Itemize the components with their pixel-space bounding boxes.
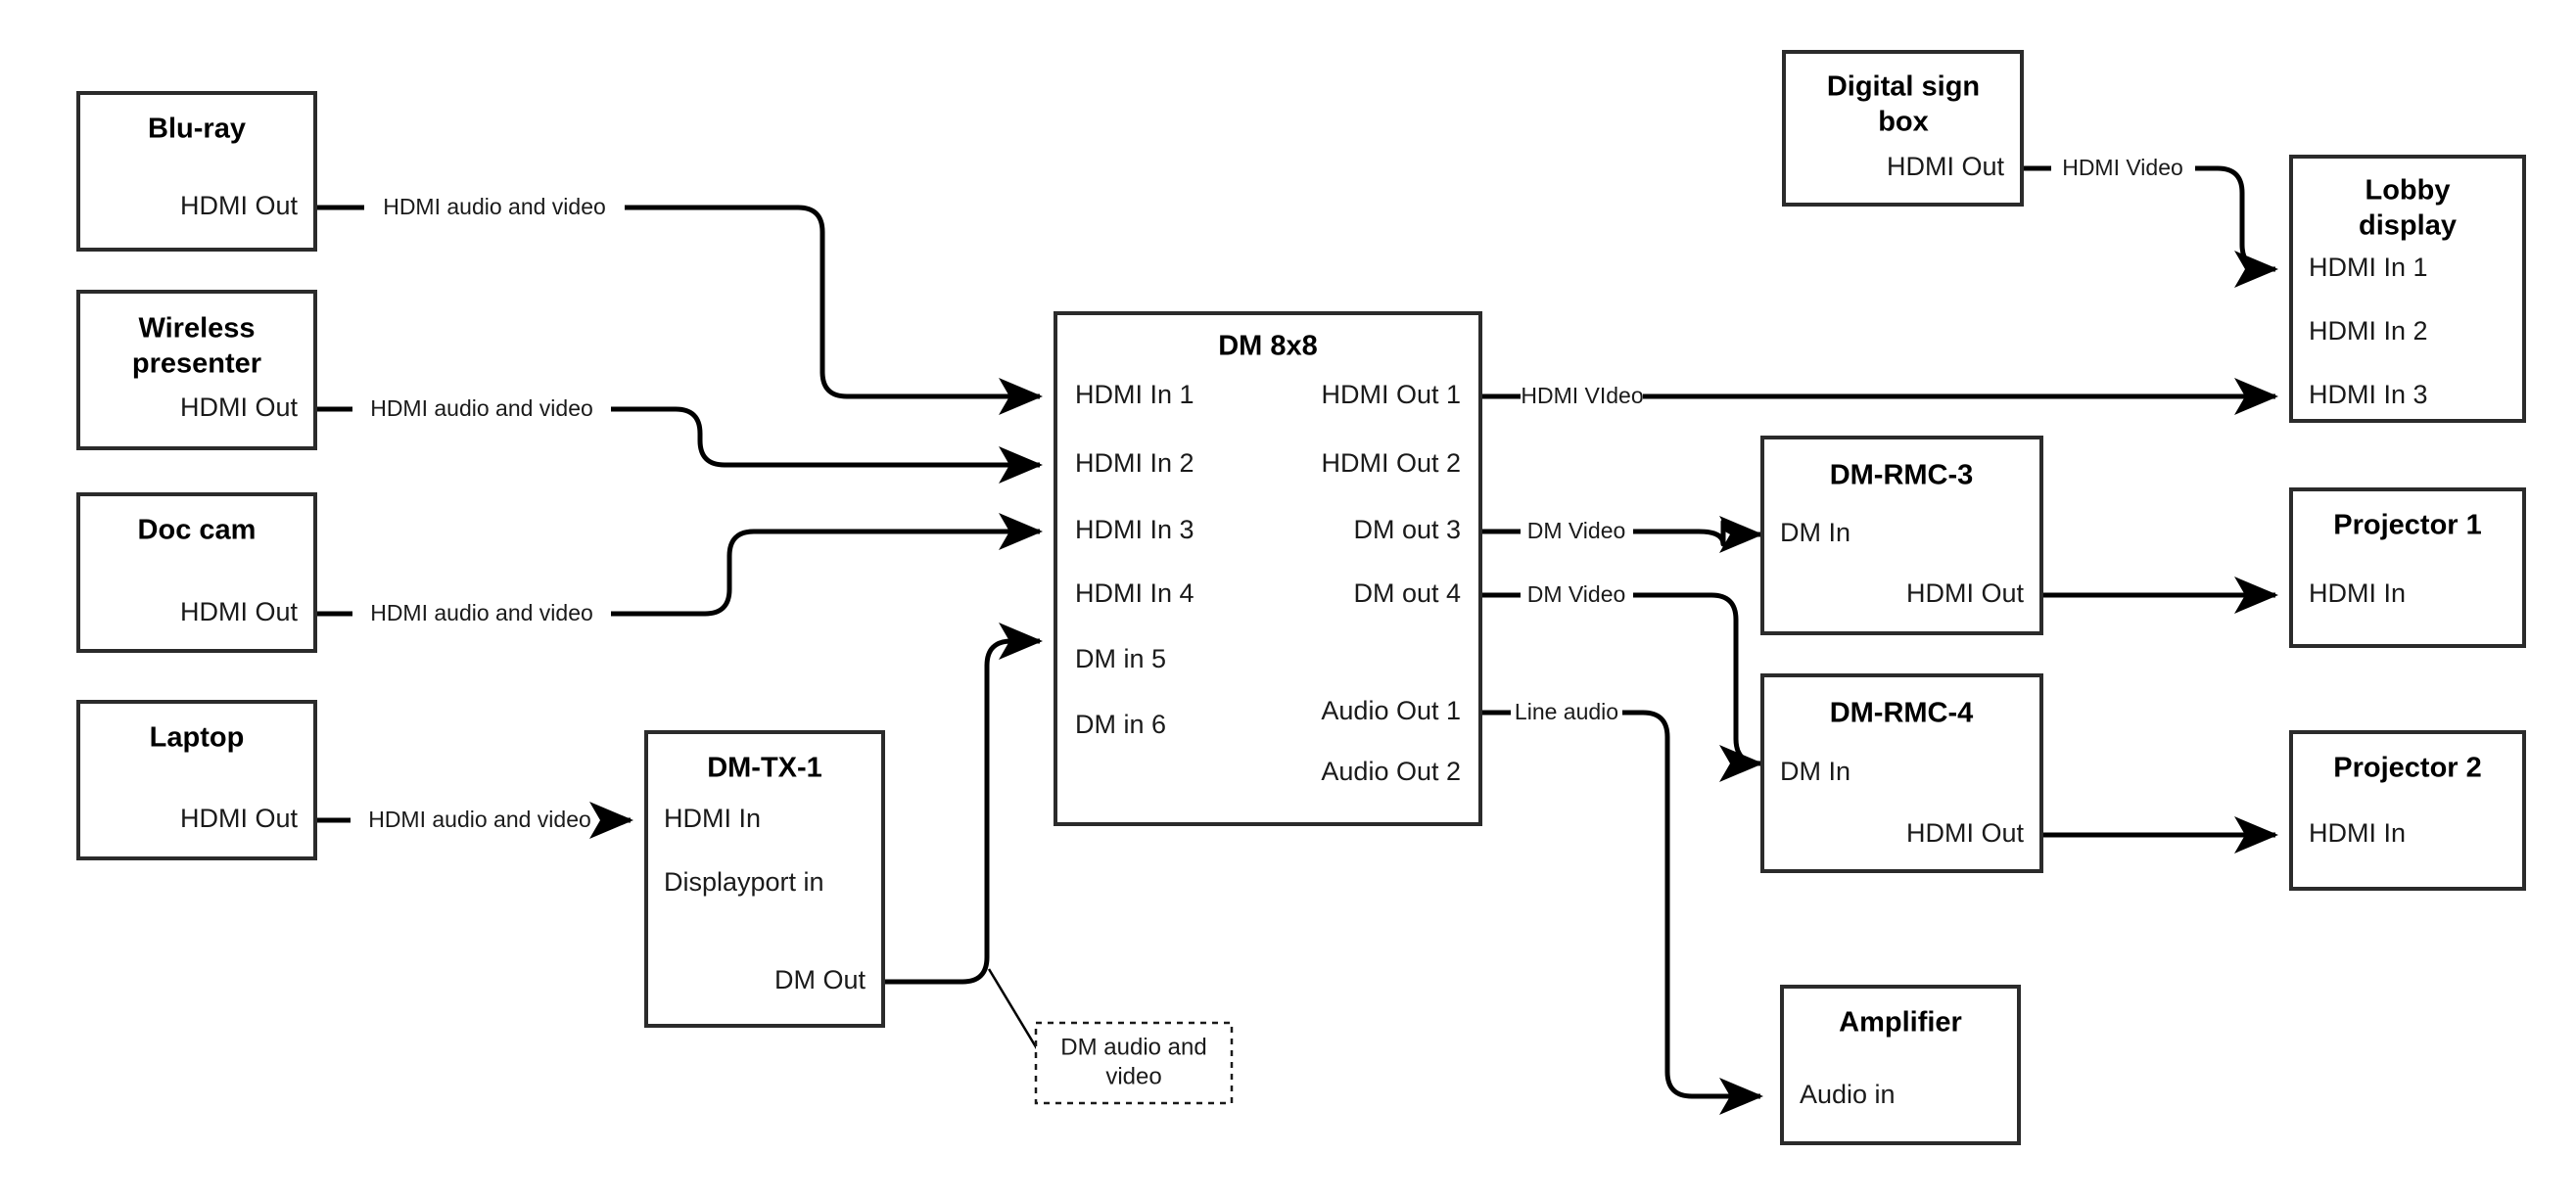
edge-label-dm-out-3: DM Video xyxy=(1527,518,1626,543)
edge-label-bluray: HDMI audio and video xyxy=(383,194,606,219)
edge-hdmi-out-1-to-lobby: HDMI VIdeo xyxy=(1480,378,2279,415)
node-laptop[interactable]: Laptop HDMI Out xyxy=(76,700,317,860)
dm-8x8-port-audio-out-2: Audio Out 2 xyxy=(1321,757,1461,786)
lobby-display-port-hdmi-in-3: HDMI In 3 xyxy=(2309,380,2428,409)
edge-laptop-to-dmtx1: HDMI audio and video xyxy=(315,802,634,839)
callout-dm-audio-and-video: DM audio and video xyxy=(1034,1021,1234,1105)
doc-cam-box[interactable] xyxy=(76,492,317,653)
node-wireless-presenter[interactable]: Wireless presenter HDMI Out xyxy=(76,290,317,450)
callout-leader-line xyxy=(987,968,1040,1051)
bluray-title: Blu-ray xyxy=(148,114,246,145)
laptop-title: Laptop xyxy=(150,722,245,754)
edge-dm-out-4-to-rmc4: DM Video xyxy=(1480,581,1764,782)
digital-sign-box[interactable] xyxy=(1782,50,2024,207)
edge-label-dm-out-4: DM Video xyxy=(1527,581,1626,607)
node-dm-rmc-4[interactable]: DM-RMC-4 DM In HDMI Out xyxy=(1760,673,2043,873)
projector-1-title: Projector 1 xyxy=(2333,510,2482,541)
edge-label-wireless: HDMI audio and video xyxy=(370,395,593,421)
bluray-box[interactable] xyxy=(76,91,317,252)
dm-8x8-box[interactable] xyxy=(1054,311,1482,826)
projector-1-port-hdmi-in: HDMI In xyxy=(2309,578,2406,608)
dm-8x8-port-dm-out-3: DM out 3 xyxy=(1353,515,1461,544)
amplifier-port-audio-in: Audio in xyxy=(1800,1080,1896,1109)
wireless-presenter-box[interactable] xyxy=(76,290,317,450)
dm-8x8-port-audio-out-1: Audio Out 1 xyxy=(1321,696,1461,725)
dm-tx-1-port-hdmi-in: HDMI In xyxy=(664,804,761,833)
dm-8x8-port-dm-in-6: DM in 6 xyxy=(1075,710,1166,739)
node-projector-1[interactable]: Projector 1 HDMI In xyxy=(2289,487,2526,648)
node-dm-8x8[interactable]: DM 8x8 HDMI In 1 HDMI In 2 HDMI In 3 HDM… xyxy=(1054,311,1482,826)
edge-bluray-to-hdmi-in-1: HDMI audio and video xyxy=(315,194,1044,415)
dm-8x8-port-hdmi-in-3: HDMI In 3 xyxy=(1075,515,1194,544)
lobby-display-port-hdmi-in-2: HDMI In 2 xyxy=(2309,316,2428,346)
dm-tx-1-port-displayport-in: Displayport in xyxy=(664,867,824,897)
dm-8x8-title: DM 8x8 xyxy=(1218,331,1318,362)
bluray-port-hdmi-out: HDMI Out xyxy=(180,191,299,220)
edges-layer: HDMI audio and video HDMI audio and vide… xyxy=(315,155,2279,1115)
doc-cam-title: Doc cam xyxy=(138,515,257,546)
edge-audio-out-1-to-amplifier: Line audio xyxy=(1480,699,1764,1115)
dm-rmc-3-title: DM-RMC-3 xyxy=(1830,460,1974,491)
edge-doccam-to-hdmi-in-3: HDMI audio and video xyxy=(315,513,1044,625)
node-bluray[interactable]: Blu-ray HDMI Out xyxy=(76,91,317,252)
wireless-presenter-port-hdmi-out: HDMI Out xyxy=(180,393,299,422)
dm-8x8-port-hdmi-in-1: HDMI In 1 xyxy=(1075,380,1194,409)
projector-2-box[interactable] xyxy=(2289,730,2526,891)
dm-tx-1-port-dm-out: DM Out xyxy=(774,965,866,994)
edge-label-laptop: HDMI audio and video xyxy=(368,807,591,832)
amplifier-title: Amplifier xyxy=(1839,1007,1962,1039)
dm-rmc-4-box[interactable] xyxy=(1760,673,2043,873)
node-lobby-display[interactable]: Lobby display HDMI In 1 HDMI In 2 HDMI I… xyxy=(2289,155,2526,423)
laptop-box[interactable] xyxy=(76,700,317,860)
lobby-display-title-line1: Lobby xyxy=(2365,175,2451,207)
edge-label-audio-out-1: Line audio xyxy=(1515,699,1618,724)
projector-1-box[interactable] xyxy=(2289,487,2526,648)
edge-wireless-to-hdmi-in-2: HDMI audio and video xyxy=(315,395,1044,484)
digital-sign-title-line1: Digital sign xyxy=(1827,71,1980,103)
dm-rmc-4-port-dm-in: DM In xyxy=(1780,757,1850,786)
dm-8x8-port-hdmi-out-2: HDMI Out 2 xyxy=(1321,448,1461,478)
edge-dmtx1-to-dm-in-5 xyxy=(883,623,1044,985)
dm-8x8-port-hdmi-out-1: HDMI Out 1 xyxy=(1321,380,1461,409)
digital-sign-title-line2: box xyxy=(1878,107,1929,138)
dm-rmc-4-port-hdmi-out: HDMI Out xyxy=(1906,818,2025,848)
lobby-display-port-hdmi-in-1: HDMI In 1 xyxy=(2309,253,2428,282)
dm-rmc-3-box[interactable] xyxy=(1760,436,2043,635)
node-dm-tx-1[interactable]: DM-TX-1 HDMI In Displayport in DM Out xyxy=(644,730,885,1028)
node-dm-rmc-3[interactable]: DM-RMC-3 DM In HDMI Out xyxy=(1760,436,2043,635)
node-amplifier[interactable]: Amplifier Audio in xyxy=(1780,985,2021,1145)
laptop-port-hdmi-out: HDMI Out xyxy=(180,804,299,833)
dm-tx-1-box[interactable] xyxy=(644,730,885,1028)
wireless-presenter-title-line1: Wireless xyxy=(138,313,255,345)
edge-label-doccam: HDMI audio and video xyxy=(370,600,593,625)
node-projector-2[interactable]: Projector 2 HDMI In xyxy=(2289,730,2526,891)
lobby-display-box[interactable] xyxy=(2289,155,2526,423)
digital-sign-port-hdmi-out: HDMI Out xyxy=(1887,152,2005,181)
node-digital-sign-box[interactable]: Digital sign box HDMI Out xyxy=(1782,50,2024,207)
callout-text-line1: DM audio and xyxy=(1060,1034,1206,1060)
node-doc-cam[interactable]: Doc cam HDMI Out xyxy=(76,492,317,653)
edge-label-hdmi-out-1: HDMI VIdeo xyxy=(1521,383,1643,408)
dm-rmc-3-port-dm-in: DM In xyxy=(1780,518,1850,547)
edge-dm-out-3-to-rmc3: DM Video xyxy=(1480,516,1764,553)
amplifier-box[interactable] xyxy=(1780,985,2021,1145)
edge-sign-to-lobby: HDMI Video xyxy=(2022,155,2279,288)
edge-label-digital-sign: HDMI Video xyxy=(2062,155,2183,180)
dm-tx-1-title: DM-TX-1 xyxy=(707,753,822,784)
dm-rmc-3-port-hdmi-out: HDMI Out xyxy=(1906,578,2025,608)
projector-2-title: Projector 2 xyxy=(2333,753,2482,784)
dm-rmc-4-title: DM-RMC-4 xyxy=(1830,698,1974,729)
callout-box xyxy=(1034,1021,1234,1105)
dm-8x8-port-hdmi-in-2: HDMI In 2 xyxy=(1075,448,1194,478)
dm-8x8-port-dm-in-5: DM in 5 xyxy=(1075,644,1166,673)
doc-cam-port-hdmi-out: HDMI Out xyxy=(180,597,299,626)
dm-8x8-port-hdmi-in-4: HDMI In 4 xyxy=(1075,578,1194,608)
dm-8x8-port-dm-out-4: DM out 4 xyxy=(1353,578,1461,608)
lobby-display-title-line2: display xyxy=(2359,210,2457,242)
callout-text-line2: video xyxy=(1105,1063,1161,1089)
projector-2-port-hdmi-in: HDMI In xyxy=(2309,818,2406,848)
wireless-presenter-title-line2: presenter xyxy=(132,348,261,380)
